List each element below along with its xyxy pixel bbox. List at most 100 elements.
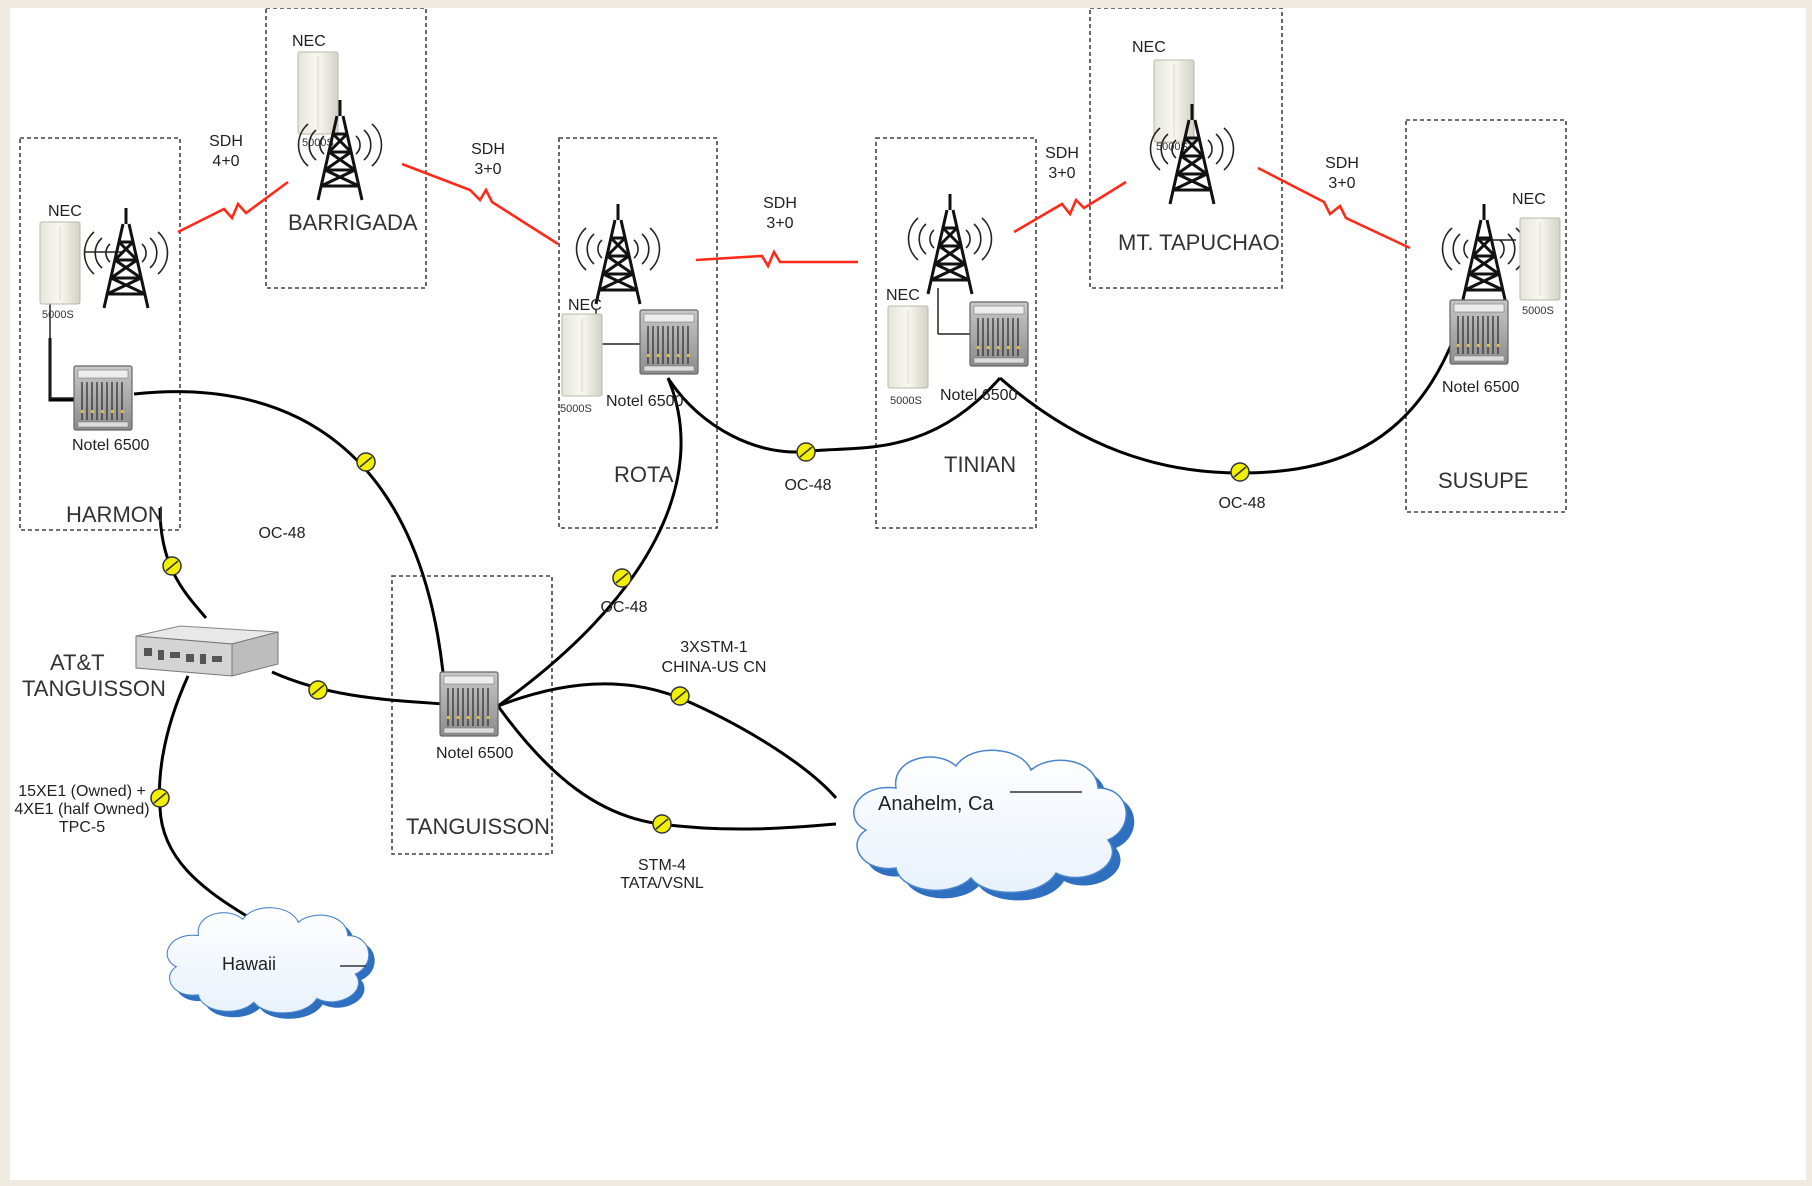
mw-label-harmon-barrigada-1: SDH xyxy=(209,133,243,150)
network-diagram: NEC 5000S Notel 6500 HARMON NEC 5000S BA… xyxy=(14,8,1567,1020)
anaheim-cloud-shape xyxy=(853,749,1135,902)
fiber-tinian-susupe xyxy=(999,337,1456,475)
site-box-tinian xyxy=(875,137,1037,529)
barrigada-site: NEC 5000S BARRIGADA xyxy=(288,33,418,235)
barrigada-nec-cabinet xyxy=(297,51,339,135)
hawaii-link-label-3: TPC-5 xyxy=(59,819,105,836)
rota-nec-model: 5000S xyxy=(560,403,592,415)
marker-att-tanguisson xyxy=(308,680,328,700)
marker-rota-tinian xyxy=(796,442,816,462)
mw-label-tapuchao-susupe-2: 3+0 xyxy=(1328,175,1355,192)
rota-router-label: Notel 6500 xyxy=(606,393,683,410)
fiber-harmon-tanguisson xyxy=(133,390,448,709)
susupe-site: NEC 5000S Notel 6500 SUSUPE xyxy=(1438,191,1561,493)
tanguisson-site: Notel 6500 TANGUISSON xyxy=(406,671,550,839)
china-us-label-2: CHINA-US CN xyxy=(662,659,767,676)
rota-nec-cabinet xyxy=(561,313,603,397)
tata-label-2: TATA/VSNL xyxy=(620,875,704,892)
fiber-att-tanguisson xyxy=(271,670,445,706)
tinian-nec-cabinet xyxy=(887,305,929,389)
fiber-label-tinian: OC-48 xyxy=(784,477,831,494)
microwave-barrigada-rota xyxy=(401,162,559,246)
tinian-tower-icon xyxy=(907,192,993,296)
fiber-tanguisson-anaheim-tata xyxy=(496,705,837,831)
rota-label: ROTA xyxy=(614,462,674,487)
tinian-nec-label: NEC xyxy=(886,287,920,304)
tinian-nec-model: 5000S xyxy=(890,395,922,407)
harmon-tower-icon xyxy=(83,206,169,310)
mw-label-tapuchao-susupe-1: SDH xyxy=(1325,155,1359,172)
tinian-router-label: Notel 6500 xyxy=(940,387,1017,404)
rota-router xyxy=(639,309,699,375)
marker-china-us xyxy=(670,686,690,706)
diagram-canvas: NEC 5000S Notel 6500 HARMON NEC 5000S BA… xyxy=(10,8,1806,1180)
fiber-label-susupe: OC-48 xyxy=(1218,495,1265,512)
rota-tower-icon xyxy=(575,202,661,306)
site-box-harmon xyxy=(19,137,181,531)
att-label-line1: AT&T xyxy=(50,650,105,675)
tanguisson-label: TANGUISSON xyxy=(406,814,550,839)
barrigada-nec-label: NEC xyxy=(292,33,326,50)
harmon-router-label: Notel 6500 xyxy=(72,437,149,454)
site-box-susupe xyxy=(1405,119,1567,513)
susupe-tower-icon xyxy=(1441,202,1527,306)
site-box-tapuchao xyxy=(1089,8,1283,289)
tanguisson-router-label: Notel 6500 xyxy=(436,745,513,762)
tinian-site: NEC 5000S Notel 6500 TINIAN xyxy=(886,192,1029,477)
fiber-label-harmon: OC-48 xyxy=(258,525,305,542)
susupe-router xyxy=(1449,299,1509,365)
fiber-att-hawaii xyxy=(157,675,251,920)
att-equipment xyxy=(135,625,279,677)
microwave-tinian-tapuchao xyxy=(1013,180,1127,234)
china-us-label-1: 3XSTM-1 xyxy=(680,639,748,656)
harmon-router xyxy=(73,365,133,431)
tinian-router xyxy=(969,301,1029,367)
site-box-tanguisson xyxy=(391,575,553,855)
susupe-nec-model: 5000S xyxy=(1522,305,1554,317)
fiber-tanguisson-anaheim xyxy=(497,682,838,799)
mw-label-harmon-barrigada-2: 4+0 xyxy=(212,153,239,170)
anaheim-cloud: Anahelm, Ca xyxy=(853,749,1135,902)
mw-label-barrigada-rota-1: SDH xyxy=(471,141,505,158)
att-label-line2: TANGUISSON xyxy=(22,676,166,701)
tata-label-1: STM-4 xyxy=(638,857,686,874)
rota-nec-label: NEC xyxy=(568,297,602,314)
anaheim-label: Anahelm, Ca xyxy=(878,793,994,815)
microwave-rota-tinian xyxy=(695,249,858,269)
marker-harmon-tanguisson xyxy=(356,452,376,472)
site-box-barrigada xyxy=(265,8,427,289)
marker-tata xyxy=(652,814,672,834)
harmon-nec-cabinet xyxy=(39,221,81,305)
tanguisson-router xyxy=(439,671,499,737)
tinian-label: TINIAN xyxy=(944,452,1016,477)
mw-label-barrigada-rota-2: 3+0 xyxy=(474,161,501,178)
harmon-site: NEC 5000S Notel 6500 HARMON xyxy=(39,203,169,527)
site-box-rota xyxy=(558,137,718,529)
tapuchao-label: MT. TAPUCHAO xyxy=(1118,230,1280,255)
mw-label-rota-tinian-2: 3+0 xyxy=(766,215,793,232)
microwave-tapuchao-susupe xyxy=(1257,166,1411,250)
marker-rota-tanguisson xyxy=(612,568,632,588)
marker-harmon-att xyxy=(162,556,182,576)
hawaii-cloud: Hawaii xyxy=(166,907,376,1020)
hawaii-label: Hawaii xyxy=(222,954,276,974)
att-site: AT&T TANGUISSON xyxy=(22,625,279,701)
rota-site: NEC 5000S Notel 6500 ROTA xyxy=(560,202,699,487)
harmon-label: HARMON xyxy=(66,502,164,527)
mw-label-tinian-tapuchao-1: SDH xyxy=(1045,145,1079,162)
fiber-rota-tanguisson xyxy=(497,377,683,708)
harmon-nec-label: NEC xyxy=(48,203,82,220)
hawaii-link-label-2: 4XE1 (half Owned) xyxy=(14,801,149,818)
susupe-router-label: Notel 6500 xyxy=(1442,379,1519,396)
tapuchao-site: NEC 5000S MT. TAPUCHAO xyxy=(1118,39,1280,255)
harmon-nec-model: 5000S xyxy=(42,309,74,321)
microwave-harmon-barrigada xyxy=(177,180,289,234)
hawaii-link-label-1: 15XE1 (Owned) + xyxy=(18,783,146,800)
mw-label-tinian-tapuchao-2: 3+0 xyxy=(1048,165,1075,182)
susupe-nec-label: NEC xyxy=(1512,191,1546,208)
tapuchao-nec-label: NEC xyxy=(1132,39,1166,56)
mw-label-rota-tinian-1: SDH xyxy=(763,195,797,212)
susupe-nec-cabinet xyxy=(1519,217,1561,301)
marker-tinian-susupe xyxy=(1230,462,1250,482)
barrigada-label: BARRIGADA xyxy=(288,210,418,235)
